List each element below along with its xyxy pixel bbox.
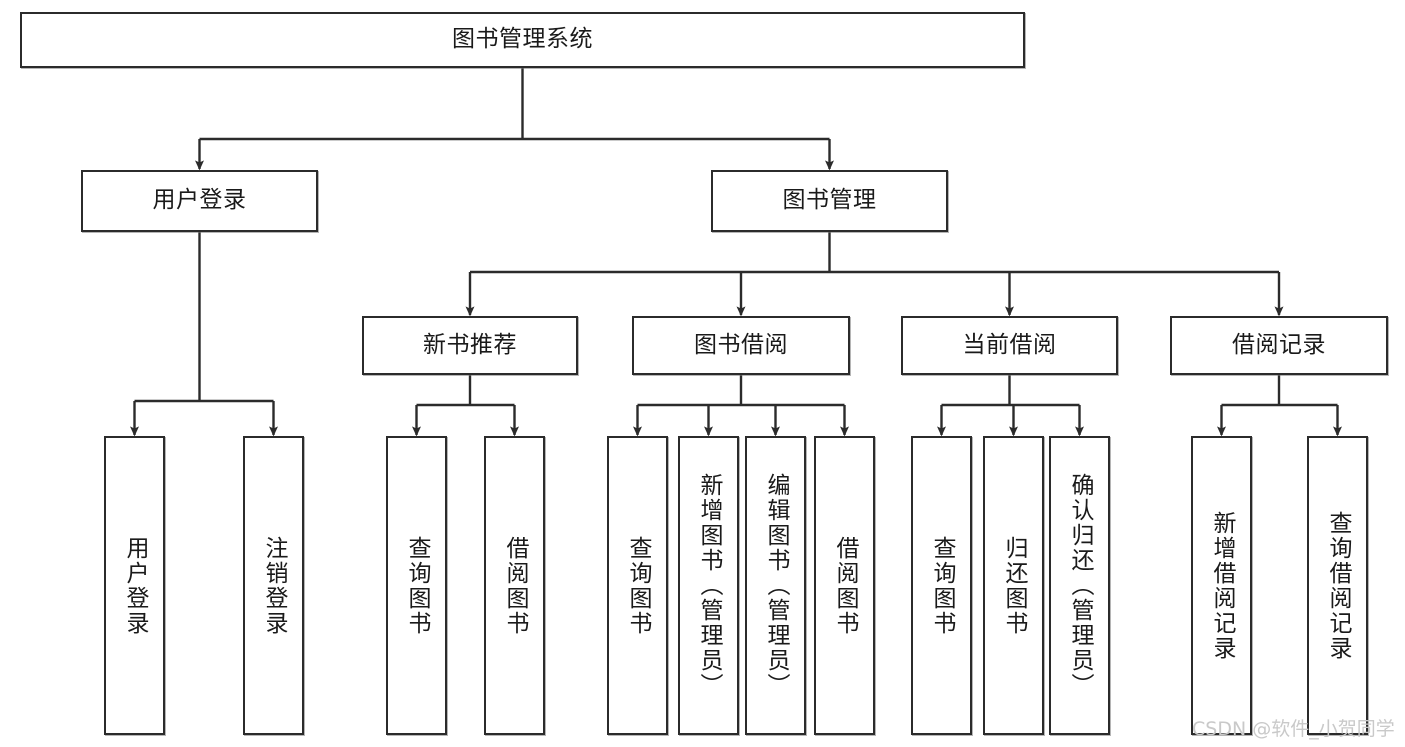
node-label-login: 用户登录 <box>152 187 247 214</box>
node-label-newbook: 新书推荐 <box>423 331 517 358</box>
node-leaf-bw-lend[interactable]: 借阅图书 <box>814 436 875 735</box>
node-label-leaf-cur-query: 查询图书 <box>929 535 955 636</box>
node-label-leaf-login: 用户登录 <box>122 535 148 636</box>
node-leaf-cur-ret[interactable]: 归还图书 <box>983 436 1044 735</box>
node-leaf-cur-conf[interactable]: 确认归还（管理员） <box>1049 436 1110 735</box>
node-borrow[interactable]: 图书借阅 <box>632 316 850 375</box>
node-label-records: 借阅记录 <box>1232 331 1326 358</box>
node-records[interactable]: 借阅记录 <box>1170 316 1388 375</box>
node-leaf-rec-qry[interactable]: 查询借阅记录 <box>1307 436 1368 735</box>
node-label-bookmgmt: 图书管理 <box>782 187 877 214</box>
edge-group <box>130 68 1342 437</box>
node-label-leaf-rec-qry: 查询借阅记录 <box>1325 510 1351 661</box>
node-leaf-nb-query[interactable]: 查询图书 <box>386 436 447 735</box>
node-label-root: 图书管理系统 <box>452 26 593 53</box>
node-label-leaf-cur-conf: 确认归还（管理员） <box>1067 473 1093 698</box>
node-label-borrow: 图书借阅 <box>694 331 788 358</box>
node-label-leaf-bw-add: 新增图书（管理员） <box>696 473 722 698</box>
node-label-leaf-nb-query: 查询图书 <box>404 535 430 636</box>
node-login[interactable]: 用户登录 <box>81 170 318 232</box>
node-label-current: 当前借阅 <box>962 331 1057 358</box>
node-leaf-bw-add[interactable]: 新增图书（管理员） <box>678 436 739 735</box>
node-leaf-bw-query[interactable]: 查询图书 <box>607 436 668 735</box>
node-root[interactable]: 图书管理系统 <box>20 12 1025 68</box>
node-leaf-bw-edit[interactable]: 编辑图书（管理员） <box>745 436 806 735</box>
node-leaf-rec-add[interactable]: 新增借阅记录 <box>1191 436 1252 735</box>
node-label-leaf-bw-edit: 编辑图书（管理员） <box>763 473 789 698</box>
node-label-leaf-cur-ret: 归还图书 <box>1001 535 1027 636</box>
watermark-text: CSDN @软件_小贺同学 <box>1192 718 1395 740</box>
node-current[interactable]: 当前借阅 <box>901 316 1118 375</box>
node-label-leaf-logout: 注销登录 <box>261 535 287 636</box>
node-leaf-nb-borrow[interactable]: 借阅图书 <box>484 436 545 735</box>
node-leaf-login[interactable]: 用户登录 <box>104 436 165 735</box>
node-leaf-logout[interactable]: 注销登录 <box>243 436 304 735</box>
node-leaf-cur-query[interactable]: 查询图书 <box>911 436 972 735</box>
node-label-leaf-nb-borrow: 借阅图书 <box>502 535 528 636</box>
node-label-leaf-bw-lend: 借阅图书 <box>832 535 858 636</box>
node-newbook[interactable]: 新书推荐 <box>362 316 578 375</box>
node-label-leaf-rec-add: 新增借阅记录 <box>1209 510 1235 661</box>
node-bookmgmt[interactable]: 图书管理 <box>711 170 948 232</box>
node-label-leaf-bw-query: 查询图书 <box>625 535 651 636</box>
